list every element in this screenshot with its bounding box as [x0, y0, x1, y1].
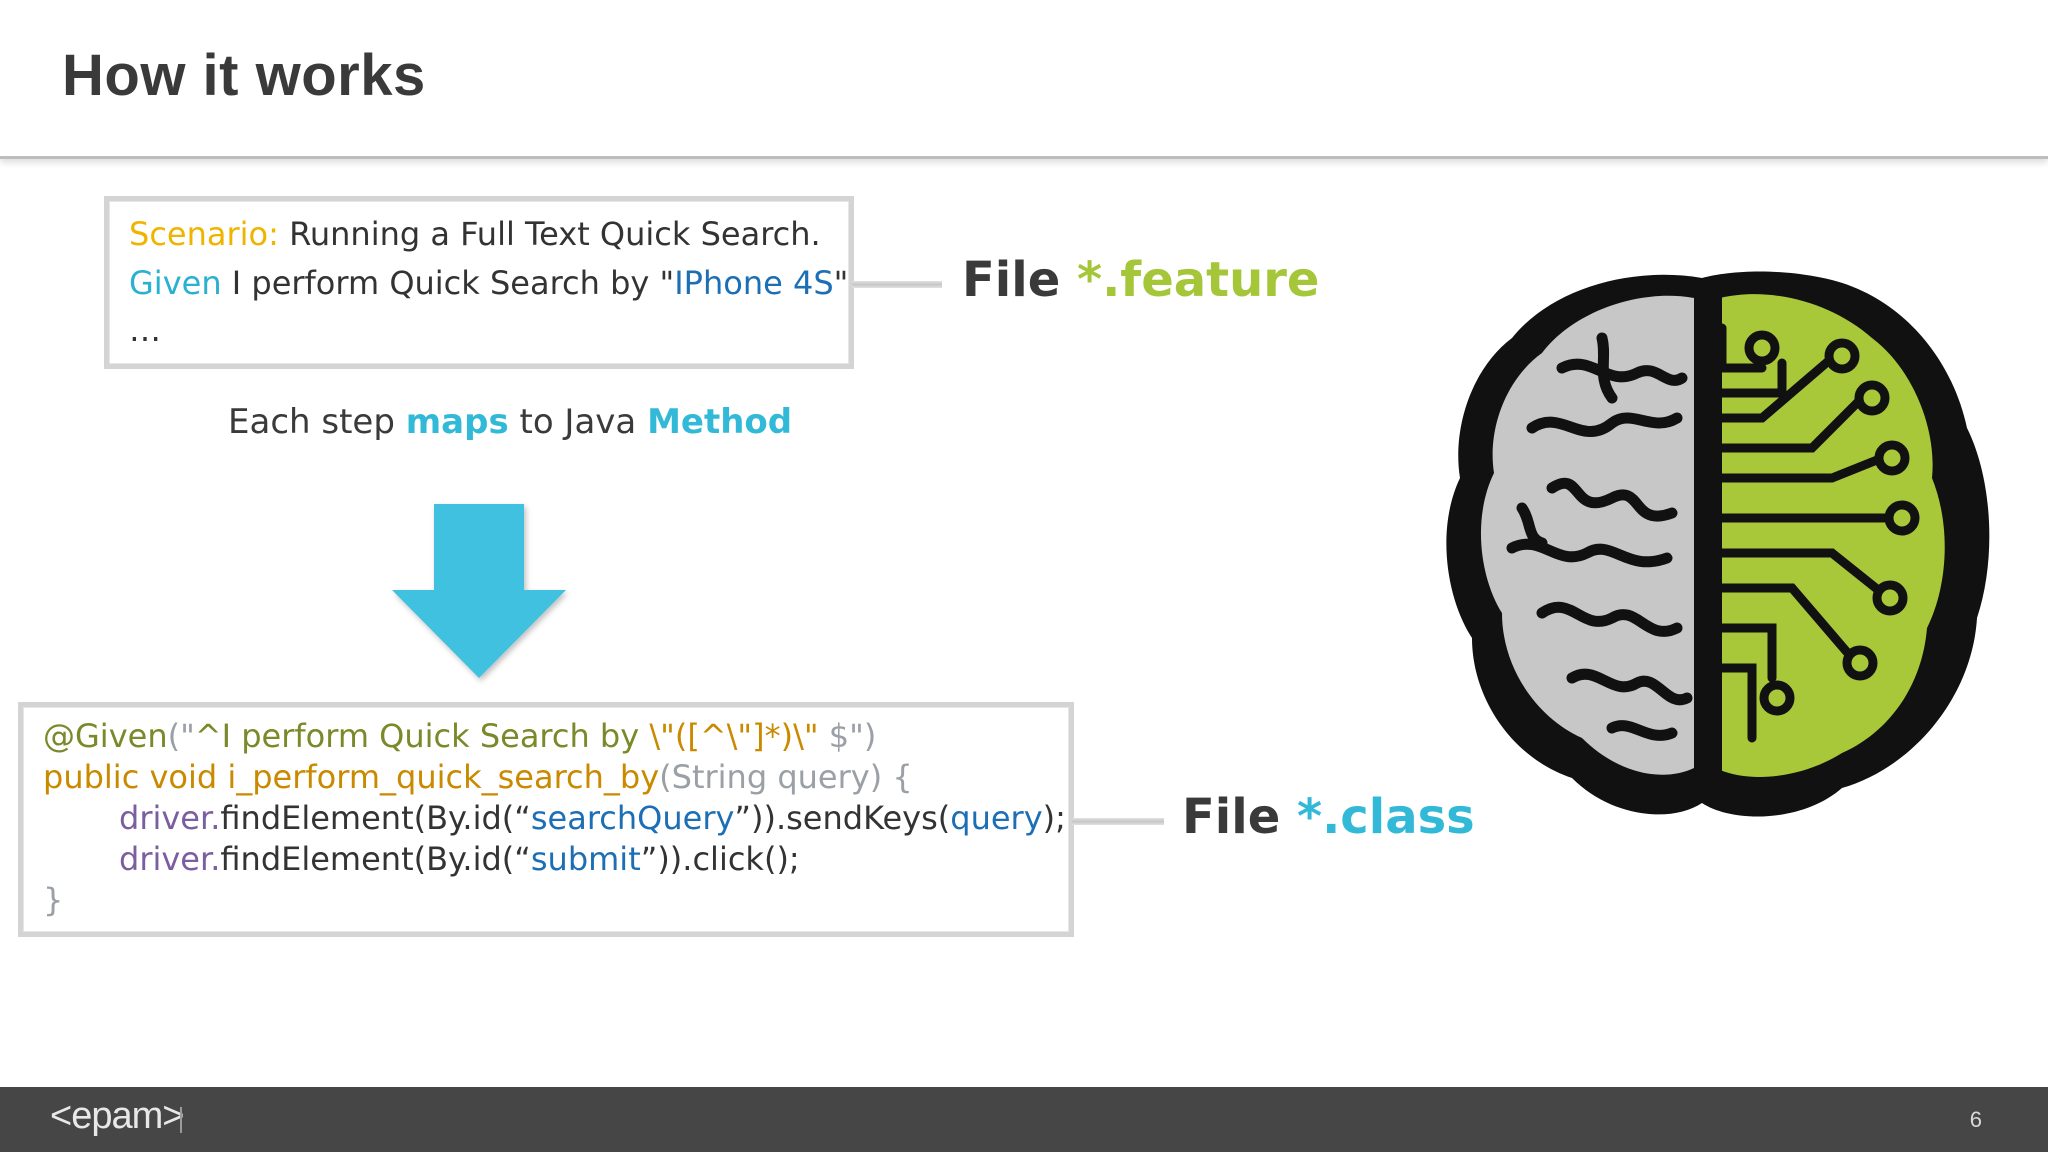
code-call-2: findElement(By.id(“ [220, 840, 531, 878]
page-number: 6 [1969, 1107, 1982, 1132]
mapping-part2: to Java [508, 402, 648, 442]
code-arg-query: query [950, 799, 1043, 837]
code-call-1: findElement(By.id(“ [220, 799, 531, 837]
code-regex: ^I perform Quick Search by [194, 717, 650, 755]
feature-connector [852, 281, 942, 288]
class-file-ext: *.class [1296, 789, 1475, 845]
slide-footer: <epam> 6 [0, 1087, 2048, 1152]
code-click: ”)).click(); [640, 840, 800, 878]
code-paren-open: (" [167, 717, 195, 755]
down-arrow-icon [392, 504, 566, 678]
scenario-line: Scenario: Running a Full Text Quick Sear… [129, 215, 821, 253]
given-text: I perform Quick Search by " [221, 264, 675, 302]
code-signature: public void i_perform_quick_search_by [43, 758, 660, 796]
class-file-label: File *.class [1182, 789, 1475, 845]
epam-logo: <epam> [50, 1095, 184, 1137]
code-line-annotation: @Given("^I perform Quick Search by \"([^… [43, 717, 876, 755]
code-sendkeys: ”)).sendKeys( [734, 799, 951, 837]
code-end-1: ); [1042, 799, 1066, 837]
given-value: IPhone 4S [674, 264, 834, 302]
code-regex-group: \"([^\"]*)\" [649, 717, 819, 755]
feature-file-ext: *.feature [1076, 252, 1320, 308]
page-title: How it works [62, 43, 426, 108]
mapping-method: Method [647, 402, 793, 442]
slide-header: How it works [0, 0, 2048, 159]
code-annotation: @Given [43, 717, 168, 755]
mapping-caption: Each step maps to Java Method [228, 402, 792, 442]
code-id-searchquery: searchQuery [530, 799, 735, 837]
feature-file-prefix: File [962, 252, 1077, 308]
code-line-signature: public void i_perform_quick_search_by(St… [43, 758, 913, 796]
mapping-maps: maps [405, 402, 509, 442]
code-close-brace: } [43, 881, 64, 919]
logo-separator [180, 1107, 182, 1133]
mapping-part1: Each step [228, 402, 406, 442]
java-class-box: @Given("^I perform Quick Search by \"([^… [18, 702, 1074, 937]
scenario-keyword: Scenario: [129, 215, 279, 253]
code-line-click: driver.findElement(By.id(“submit”)).clic… [119, 840, 800, 878]
ellipsis: … [129, 311, 161, 349]
code-driver-1: driver. [119, 799, 221, 837]
scenario-text: Running a Full Text Quick Search. [278, 215, 821, 253]
given-close: " [833, 264, 849, 302]
given-keyword: Given [129, 264, 222, 302]
class-file-prefix: File [1182, 789, 1297, 845]
code-params: (String query) { [659, 758, 913, 796]
class-connector [1072, 818, 1164, 825]
given-line: Given I perform Quick Search by "IPhone … [129, 264, 848, 302]
brain-circuit-icon [1446, 271, 1990, 817]
code-id-submit: submit [530, 840, 641, 878]
feature-file-label: File *.feature [962, 252, 1319, 308]
feature-file-box: Scenario: Running a Full Text Quick Sear… [104, 196, 854, 369]
code-regex-end: $") [818, 717, 877, 755]
code-driver-2: driver. [119, 840, 221, 878]
code-line-sendkeys: driver.findElement(By.id(“searchQuery”))… [119, 799, 1066, 837]
